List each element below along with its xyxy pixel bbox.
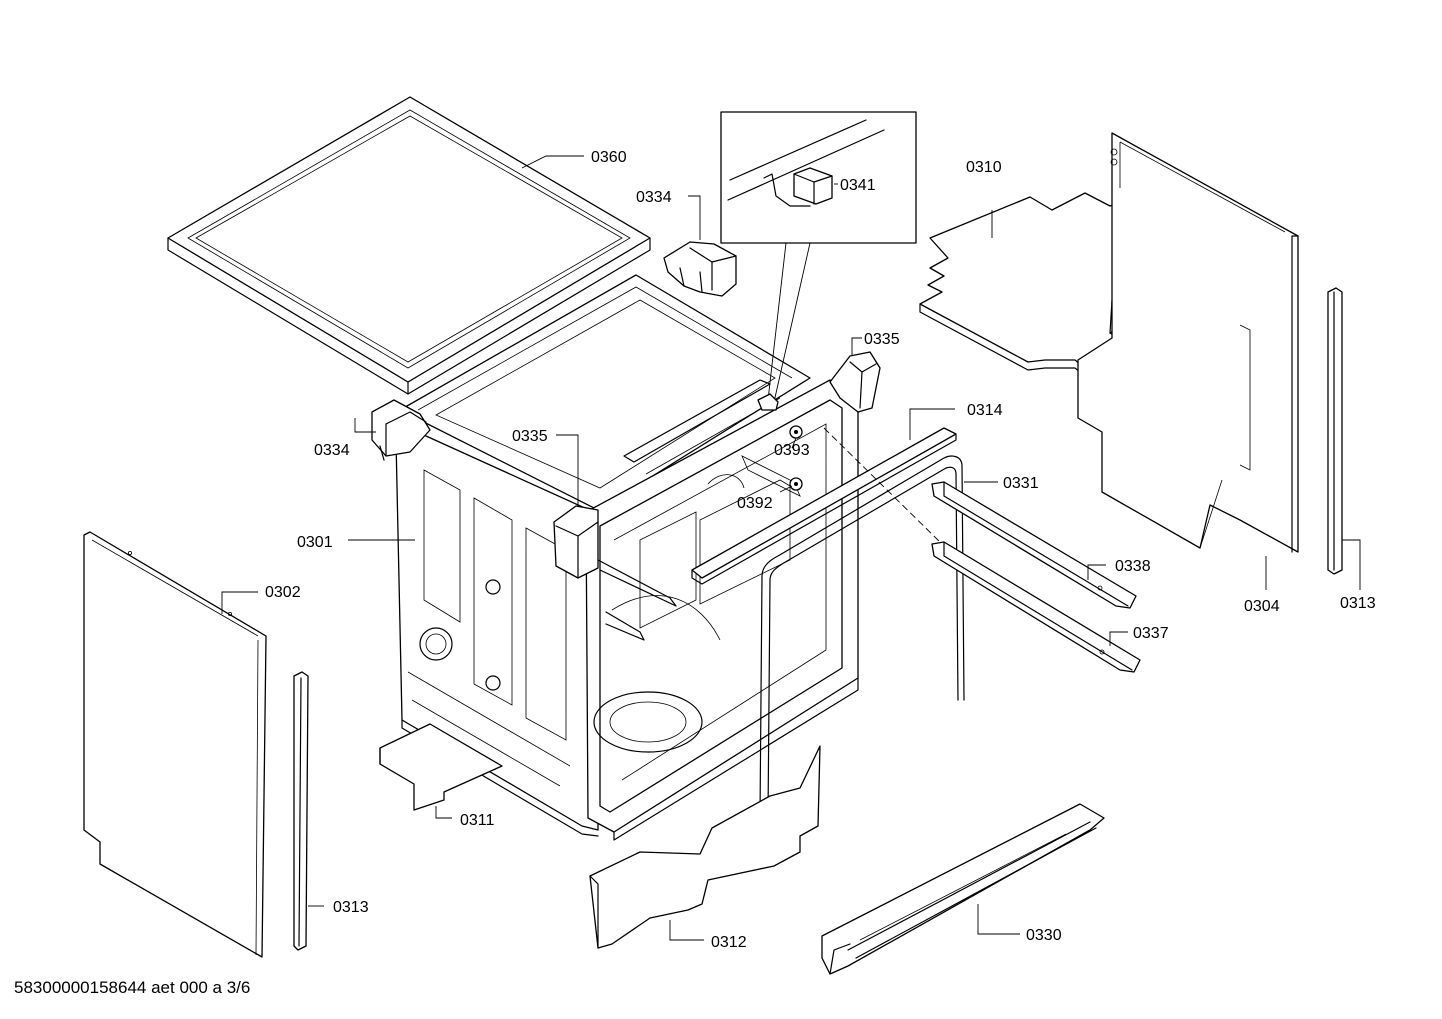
label-0313-left: 0313 [333,899,369,916]
door-seal-part-0331 [759,455,965,819]
seal-strip-right-part-0313 [1327,287,1343,575]
label-0304: 0304 [1244,598,1280,615]
hinge-bracket-part-0334-right [663,241,737,297]
label-0341: 0341 [840,177,876,194]
rail-part-0314 [691,427,957,585]
base-tray-part-0330 [821,803,1105,975]
hinge-bracket-part-0335-left [553,505,599,579]
label-0313-right: 0313 [1340,595,1376,612]
label-0301: 0301 [297,534,333,551]
hinge-bracket-part-0335-right [829,351,881,413]
label-0312: 0312 [711,934,747,951]
label-0334-top: 0334 [636,189,672,206]
leader-lines [221,155,1361,941]
runner-part-0338 [931,481,1137,609]
label-0311: 0311 [460,812,495,829]
label-0330: 0330 [1026,927,1062,944]
label-0335-right: 0335 [864,331,900,348]
document-reference: 58300000158644 aet 000 a 3/6 [14,978,251,997]
foam-block-part-0312 [589,745,821,949]
label-0337: 0337 [1133,625,1169,642]
part-labels: 0360 0334 0341 0310 0335 0334 0335 0314 … [265,149,1376,951]
label-0334-left: 0334 [314,442,350,459]
side-panel-part-0304 [1077,132,1299,553]
label-0302: 0302 [265,584,301,601]
label-0314: 0314 [967,402,1003,419]
foam-block-part-0311 [379,723,503,811]
label-0310: 0310 [966,159,1002,176]
hinge-bracket-part-0334-left [371,399,431,461]
runner-part-0337 [931,541,1141,673]
small-part-0392 [741,455,803,497]
label-0331: 0331 [1003,475,1039,492]
side-panel-part-0302 [83,531,267,958]
seal-strip-left-part-0313 [293,671,309,951]
label-0360: 0360 [591,149,627,166]
assembly-line [823,427,943,545]
label-0392: 0392 [737,495,773,512]
small-part-0393 [789,425,803,439]
detail-inset-part-0341 [720,111,917,411]
label-0335-left: 0335 [512,428,548,445]
tub-body-part-0301 [395,274,859,841]
label-0338: 0338 [1115,558,1151,575]
label-0393: 0393 [774,442,810,459]
worktop-part-0360 [167,96,651,395]
